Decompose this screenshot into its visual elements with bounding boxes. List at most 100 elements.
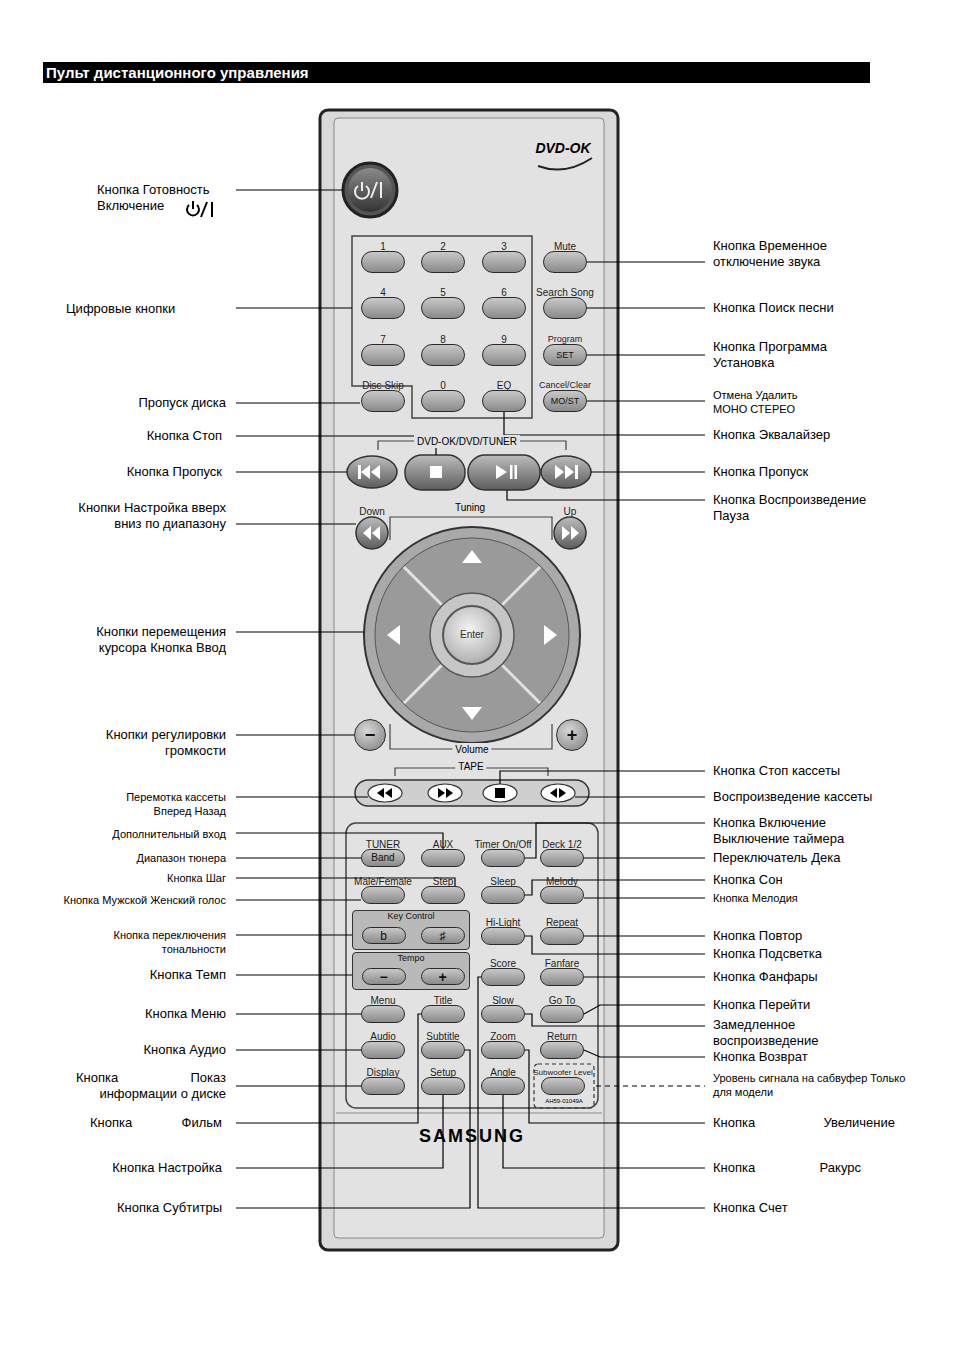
remote-button: Mute	[543, 251, 587, 273]
button-label: Sleep	[490, 876, 516, 887]
callout-label: Кнопка Воспроизведение Пауза	[713, 492, 881, 524]
callout-label: Диапазон тюнера	[86, 851, 226, 865]
button-label: 2	[440, 241, 446, 252]
remote-button: Hi-Light	[481, 927, 525, 945]
button-label: Cancel/Clear	[539, 380, 591, 391]
remote-button: Male/Female	[361, 886, 405, 904]
button-label: Hi-Light	[486, 917, 520, 928]
button-label: Repeat	[546, 917, 578, 928]
button-group: Key Control b ♯	[352, 910, 470, 950]
callout-label: Кнопка Счет	[713, 1200, 853, 1216]
button-label: Disc Skip	[362, 380, 404, 391]
button-label: Melody	[546, 876, 578, 887]
remote-marking: SAMSUNG	[400, 1126, 544, 1147]
remote-button: Zoom	[481, 1041, 525, 1059]
callout-label: Кнопка Подсветка	[713, 946, 883, 962]
button-label: Subwoofer Level	[533, 1067, 593, 1078]
remote-button: Score	[481, 968, 525, 986]
remote-button: Angle	[481, 1077, 525, 1095]
title-bar: Пульт дистанционного управления	[43, 62, 870, 83]
remote-button: Subtitle	[421, 1041, 465, 1059]
button-text: ♯	[440, 930, 446, 942]
remote-button: 8	[421, 344, 465, 366]
button-label: Deck 1/2	[542, 839, 581, 850]
callout-label: Кнопка Увеличение	[713, 1115, 895, 1131]
callout-label: Кнопки регулировки громкости	[80, 727, 226, 759]
callout-label: Кнопка Повтор	[713, 928, 883, 944]
remote-button: 7	[361, 344, 405, 366]
button-label: 1	[380, 241, 386, 252]
remote-marking: DVD-OK/DVD/TUNER	[414, 435, 520, 448]
button-label: Down	[359, 506, 385, 517]
button-label: Mute	[554, 241, 576, 252]
button-label: Timer On/Off	[474, 839, 531, 850]
callout-label: Кнопка Фанфары	[713, 969, 883, 985]
button-text: MO/ST	[551, 395, 580, 407]
button-label: Title	[434, 995, 453, 1006]
button-label: Zoom	[490, 1031, 516, 1042]
remote-button: Step	[421, 886, 465, 904]
callout-label: Кнопка Временное отключение звука	[713, 238, 863, 270]
remote-button: 1	[361, 251, 405, 273]
callout-label: Кнопка Стоп кассеты	[713, 763, 883, 779]
callout-label: Кнопка Темп	[96, 967, 226, 983]
remote-button: TUNERBand	[361, 849, 405, 867]
remote-button: Timer On/Off	[481, 849, 525, 867]
callout-label: Отмена Удалить МОНО СТЕРЕО	[713, 388, 823, 416]
button-label: 7	[380, 334, 386, 345]
button-label: Audio	[370, 1031, 396, 1042]
remote-button: AUX	[421, 849, 465, 867]
button-label: Up	[564, 506, 577, 517]
callout-label: Кнопка Программа Установка	[713, 339, 863, 371]
remote-button: Title	[421, 1005, 465, 1023]
remote-button: 9	[482, 344, 526, 366]
remote-marking: TAPE	[455, 760, 486, 773]
remote-button: Up	[554, 517, 586, 549]
remote-button: Deck 1/2	[540, 849, 584, 867]
button-text: SET	[556, 349, 574, 361]
button-label: 6	[501, 287, 507, 298]
remote-button: Cancel/ClearMO/ST	[543, 390, 587, 412]
remote-marking: Volume	[452, 743, 491, 756]
remote-button: 6	[482, 297, 526, 319]
callout-label: Кнопка переключения тональности	[86, 928, 226, 956]
remote-button: +	[421, 968, 465, 985]
callout-label: Цифровые кнопки	[66, 301, 228, 317]
remote-button: −	[362, 968, 406, 985]
remote-button: Menu	[361, 1005, 405, 1023]
button-label: Step	[433, 876, 454, 887]
button-label: Score	[490, 958, 516, 969]
remote-button: Audio	[361, 1041, 405, 1059]
remote-button: Sleep	[481, 886, 525, 904]
callout-label: Переключатель Дека	[713, 850, 883, 866]
callout-label: Воспроизведение кассеты	[713, 789, 903, 805]
remote-button: Enter	[442, 605, 502, 665]
callout-label: Кнопка Меню	[96, 1006, 226, 1022]
button-label: Male/Female	[354, 876, 412, 887]
remote-button: Melody	[540, 886, 584, 904]
button-text: −	[365, 729, 376, 741]
remote-marking: DVD-OK	[527, 140, 599, 157]
callout-label: Кнопка Субтитры	[76, 1200, 222, 1216]
button-label: Setup	[430, 1067, 456, 1078]
remote-button: Fanfare	[540, 968, 584, 986]
callout-label: Кнопка Сон	[713, 872, 883, 888]
callout-label: Замедленное воспроизведение	[713, 1017, 838, 1049]
callout-label: Уровень сигнала на сабвуфер Только для м…	[713, 1071, 911, 1099]
remote-marking: AH59-01049A	[534, 1097, 594, 1105]
remote-button: Display	[361, 1077, 405, 1095]
callout-label: Кнопка Настройка	[76, 1160, 222, 1176]
remote-button: −	[354, 719, 386, 751]
button-label: TUNER	[366, 839, 400, 850]
button-label: 0	[440, 380, 446, 391]
remote-button: Disc Skip	[361, 390, 405, 412]
button-label: Key Control	[353, 911, 469, 921]
button-label: Angle	[490, 1067, 516, 1078]
remote-button: Go To	[540, 1005, 584, 1023]
button-label: Go To	[549, 995, 576, 1006]
remote-button: 2	[421, 251, 465, 273]
remote-button: 5	[421, 297, 465, 319]
remote-button: Slow	[481, 1005, 525, 1023]
callout-label: Кнопка Стоп	[96, 428, 222, 444]
button-text: b	[380, 930, 387, 942]
